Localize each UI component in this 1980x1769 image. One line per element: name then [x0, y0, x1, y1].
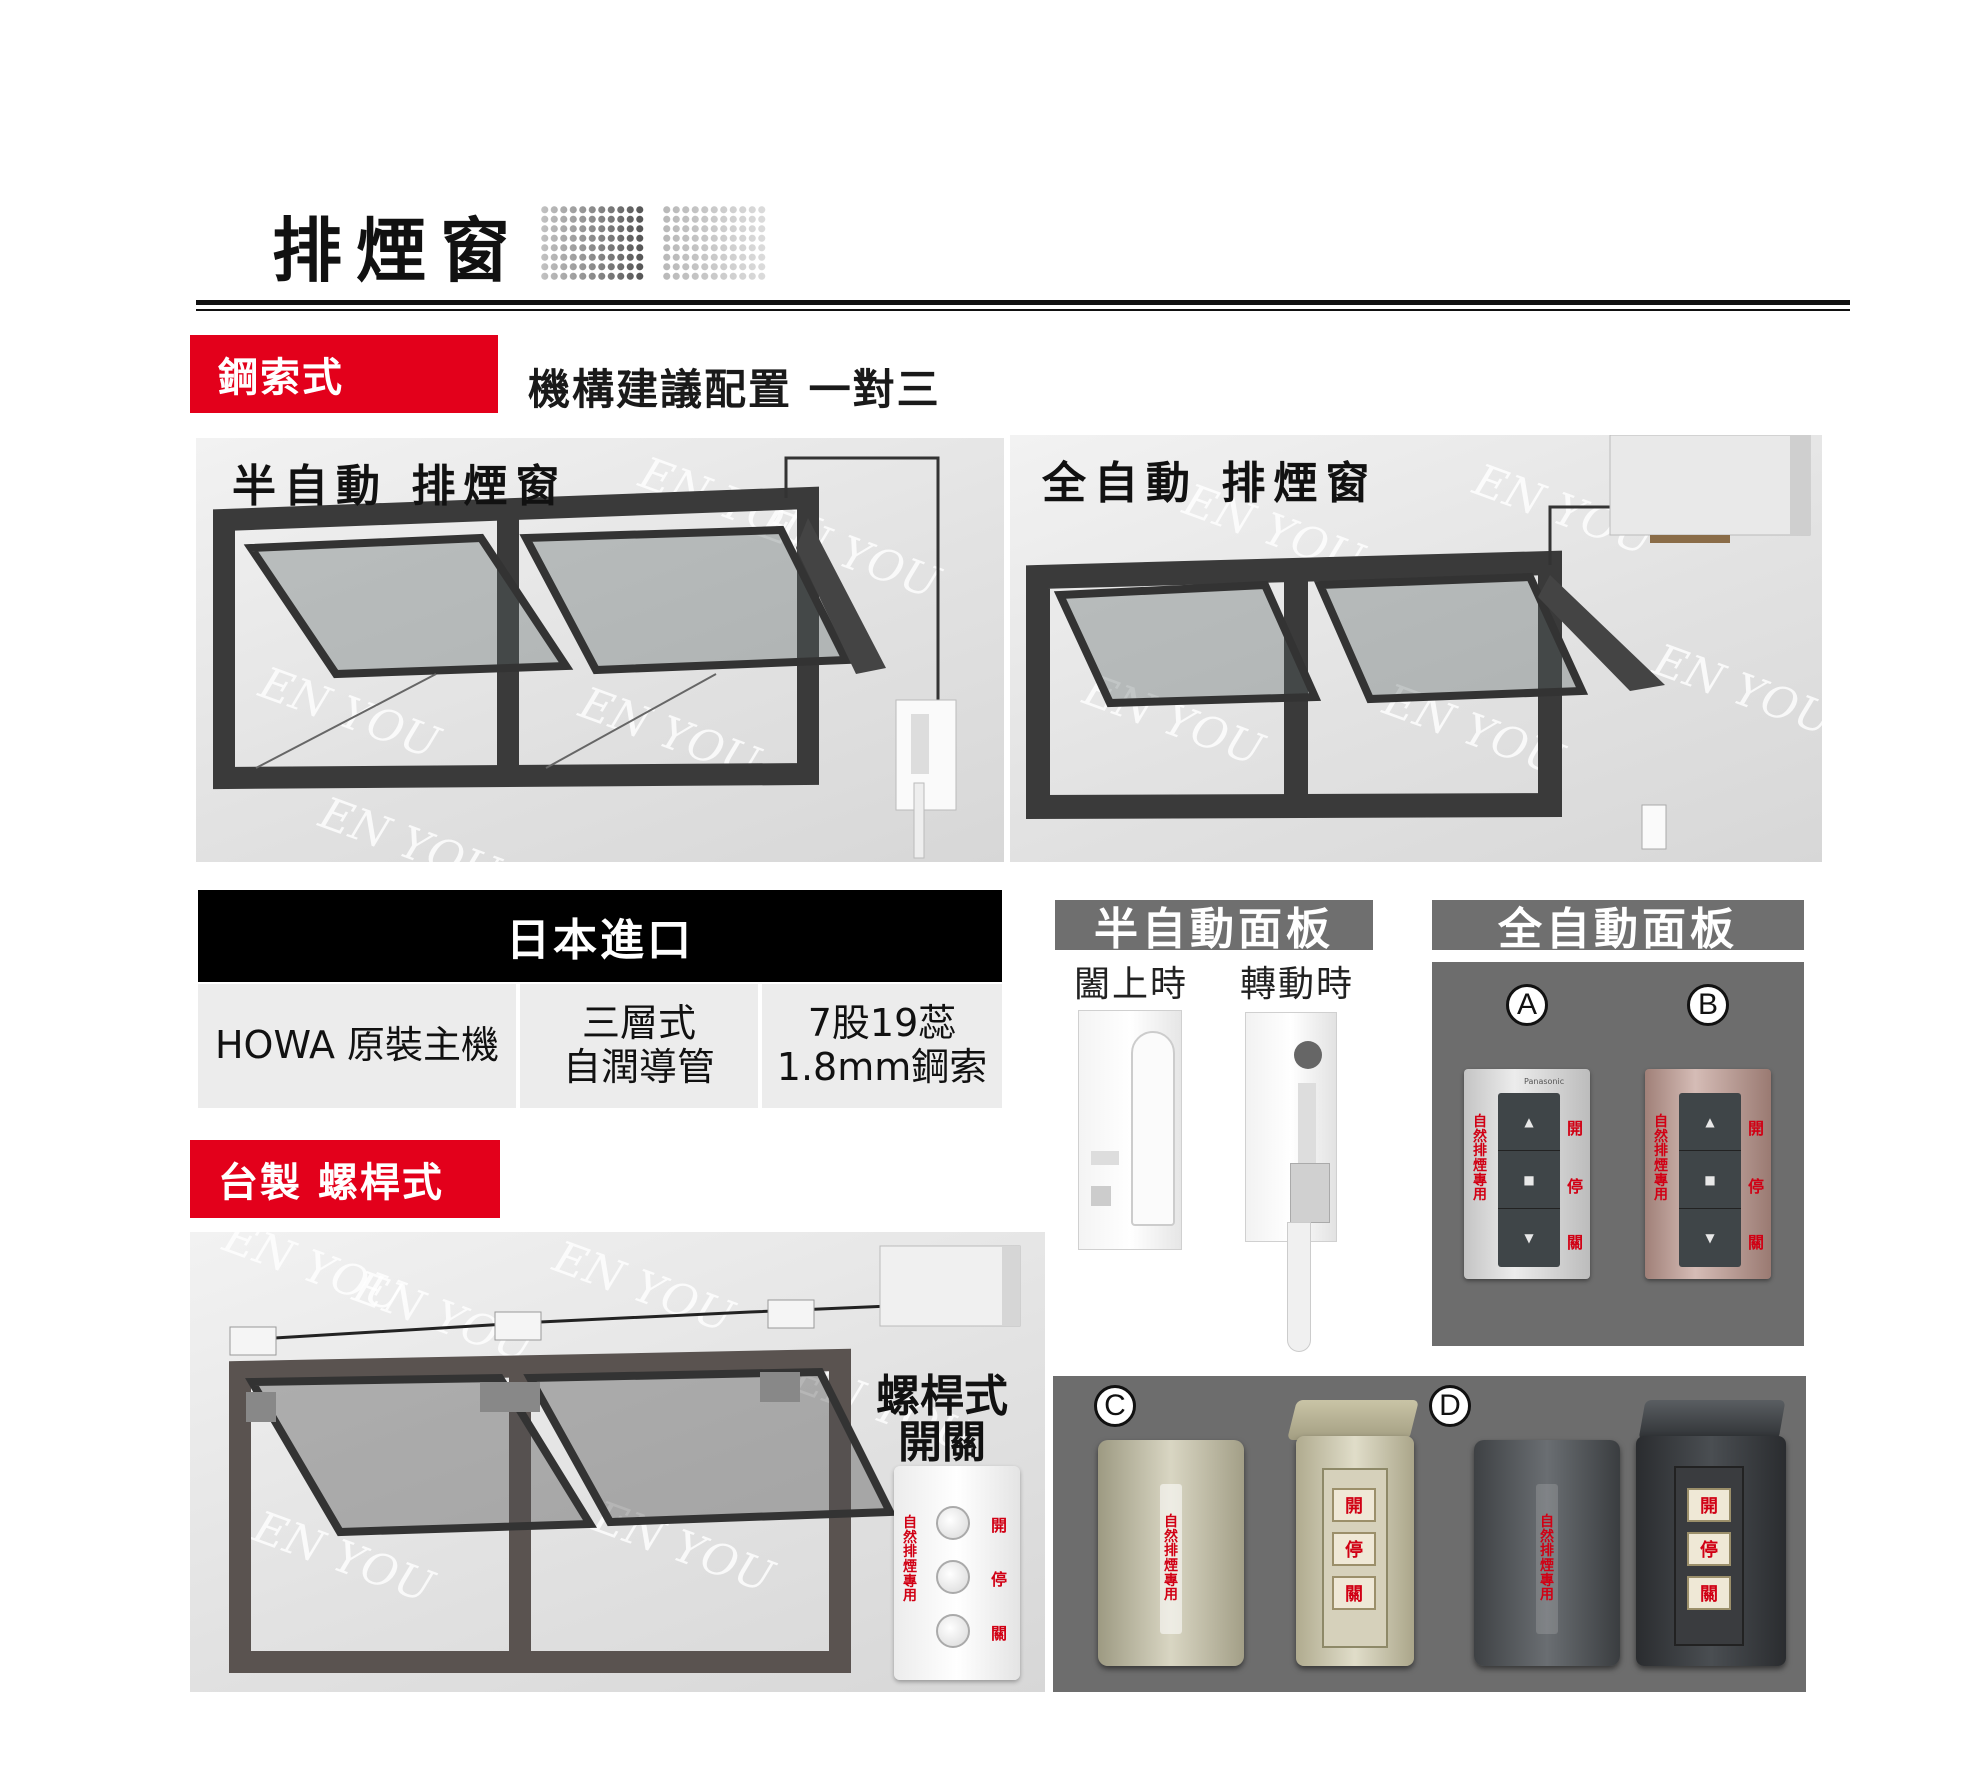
btn-stop[interactable]: 停	[1687, 1532, 1731, 1566]
screw-switch-plate: 自然排煙專用 開 停 關	[894, 1466, 1020, 1680]
switch-plate-a: 自然排煙專用 ▲ ■ ▼ 開 停 關 Panasonic	[1464, 1069, 1590, 1279]
screw-btn-stop-label: 停	[990, 1570, 1007, 1589]
btn-open-label: 開	[1747, 1119, 1764, 1138]
spec-heading: 日本進口	[198, 890, 1002, 982]
screw-switch-line1: 螺桿式	[876, 1371, 1008, 1422]
weatherproof-box-c-closed: 自然排煙專用	[1098, 1440, 1244, 1666]
section-label-cable: 鋼索式	[190, 335, 498, 413]
btn-open[interactable]: 開	[1687, 1488, 1731, 1522]
dot-pattern-decoration	[540, 205, 644, 281]
config-recommendation: 機構建議配置 一對三	[528, 365, 941, 414]
down-arrow-icon: ▼	[1524, 1231, 1534, 1245]
spec-cell-conduit: 三層式 自潤導管	[520, 984, 758, 1108]
rocker-switch-a: ▲ ■ ▼	[1498, 1093, 1560, 1267]
plate-d-label: 自然排煙專用	[1540, 1513, 1554, 1604]
btn-close-label: 關	[1566, 1233, 1583, 1252]
semi-auto-handle	[1287, 1222, 1311, 1352]
btn-stop-label: 停	[1566, 1177, 1583, 1196]
dot-pattern-decoration-light	[662, 205, 766, 281]
knob-open[interactable]	[936, 1506, 970, 1540]
spec-cell-motor: HOWA 原裝主機	[198, 984, 516, 1108]
rotating-state-label: 轉動時	[1240, 964, 1355, 1005]
btn-stop-label: 停	[1747, 1177, 1764, 1196]
weatherproof-box-d-open: 開 停 關	[1636, 1400, 1786, 1666]
window-illustration	[1026, 435, 1811, 850]
stop-square-icon: ■	[1679, 1151, 1741, 1209]
up-arrow-icon: ▲	[1498, 1093, 1560, 1151]
switch-plate-b: 自然排煙專用 ▲ ■ ▼ 開 停 關	[1645, 1069, 1771, 1279]
btn-open-label: 開	[1566, 1119, 1583, 1138]
screw-btn-close-label: 關	[990, 1624, 1007, 1643]
stop-square-icon: ■	[1498, 1151, 1560, 1209]
option-c-badge: C	[1094, 1385, 1136, 1427]
semi-auto-device-closed	[1078, 1010, 1182, 1250]
screw-plate-label: 自然排煙專用	[903, 1515, 917, 1605]
spec-conduit-line2: 自潤導管	[562, 1045, 715, 1089]
btn-close-label: 關	[1747, 1233, 1764, 1252]
weatherproof-box-d-closed: 自然排煙專用	[1474, 1440, 1620, 1666]
brand-label: Panasonic	[1524, 1077, 1565, 1086]
plate-a-label: 自然排煙專用	[1473, 1114, 1487, 1204]
semi-auto-caption: 半自動 排煙窗	[232, 461, 568, 512]
spec-motor-text: HOWA 原裝主機	[214, 1023, 500, 1068]
plate-c-label-strip: 自然排煙專用	[1160, 1484, 1182, 1634]
plate-d-label-strip: 自然排煙專用	[1536, 1484, 1558, 1634]
screw-switch-line2: 開關	[898, 1417, 986, 1469]
knob-stop[interactable]	[936, 1560, 970, 1594]
full-auto-window-photo: EN YOU EN YOU EN YOU EN YOU EN YOU 全自動 排…	[1010, 435, 1822, 862]
down-arrow-icon: ▼	[1705, 1231, 1715, 1245]
up-arrow-icon: ▲	[1679, 1093, 1741, 1151]
option-d-badge: D	[1429, 1385, 1471, 1427]
section-label-screw: 台製 螺桿式	[190, 1140, 500, 1218]
screw-window-illustration	[229, 1245, 1021, 1673]
btn-open[interactable]: 開	[1332, 1488, 1376, 1522]
closed-state-label: 闔上時	[1074, 964, 1189, 1005]
plate-b-label: 自然排煙專用	[1654, 1114, 1668, 1204]
window-illustration	[213, 456, 957, 859]
screw-btn-open-label: 開	[990, 1516, 1007, 1535]
spec-cable-line1: 7股19蕊	[807, 1001, 957, 1046]
semi-auto-panel-heading: 半自動面板	[1055, 900, 1373, 955]
knob-close[interactable]	[936, 1614, 970, 1648]
header-rule-thin	[196, 309, 1850, 311]
header-rule	[196, 300, 1850, 305]
full-auto-caption: 全自動 排煙窗	[1042, 458, 1378, 509]
option-a-badge: A	[1506, 984, 1548, 1026]
btn-stop[interactable]: 停	[1332, 1532, 1376, 1566]
spec-conduit-line1: 三層式	[581, 1001, 696, 1046]
semi-auto-device-open	[1245, 1012, 1337, 1242]
btn-close[interactable]: 關	[1332, 1576, 1376, 1610]
full-auto-panel-heading: 全自動面板	[1432, 900, 1804, 955]
rocker-switch-b: ▲ ■ ▼	[1679, 1093, 1741, 1267]
weatherproof-box-c-open: 開 停 關	[1287, 1400, 1419, 1666]
spec-cell-cable: 7股19蕊 1.8mm鋼索	[762, 984, 1002, 1108]
screw-switch-caption: 螺桿式 開關	[876, 1371, 1008, 1469]
plate-c-label: 自然排煙專用	[1164, 1513, 1178, 1604]
option-b-badge: B	[1687, 984, 1729, 1026]
page-title: 排煙窗	[272, 209, 524, 292]
btn-close[interactable]: 關	[1687, 1576, 1731, 1610]
spec-cable-line2: 1.8mm鋼索	[776, 1045, 988, 1089]
semi-auto-window-photo: EN YOU EN YOU EN YOU EN YOU EN YOU 半自動 排…	[196, 438, 1004, 862]
